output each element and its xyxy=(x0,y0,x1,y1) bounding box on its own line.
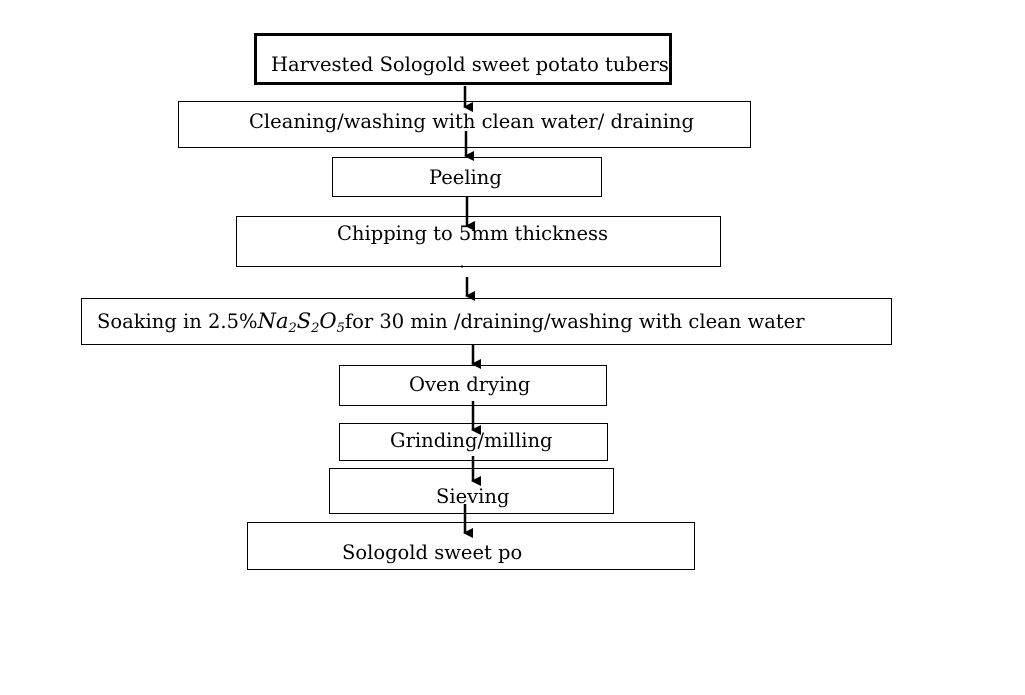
formula-s: S xyxy=(296,309,312,333)
step-label-cleaning: Cleaning/washing with clean water/ drain… xyxy=(249,110,694,133)
soaking-prefix: Soaking in 2.5% xyxy=(97,310,258,333)
step-label-harvested: Harvested Sologold sweet potato tubers xyxy=(271,53,669,76)
sodium-metabisulfite-formula: Na2S2O5 xyxy=(257,309,345,336)
formula-o-sub: 5 xyxy=(336,321,345,336)
step-label-grinding: Grinding/milling xyxy=(390,429,553,452)
step-box-sieving xyxy=(329,468,614,514)
formula-na: Na xyxy=(257,309,289,333)
step-label-chipping: Chipping to 5mm thickness xyxy=(337,222,609,245)
step-label-oven-drying: Oven drying xyxy=(409,373,531,396)
formula-na-sub: 2 xyxy=(288,321,297,336)
step-box-peeling xyxy=(332,157,602,197)
step-label-soaking: Soaking in 2.5%Na2S2O5for 30 min /draini… xyxy=(97,310,805,340)
step-box-harvested xyxy=(254,33,672,85)
formula-s-sub: 2 xyxy=(311,321,320,336)
step-box-soaking xyxy=(81,298,892,345)
step-box-final-product xyxy=(247,522,695,570)
step-box-chipping xyxy=(236,216,721,267)
step-label-sieving: Sieving xyxy=(436,485,510,508)
soaking-suffix: for 30 min /draining/washing with clean … xyxy=(344,310,805,333)
step-label-peeling: Peeling xyxy=(429,166,502,189)
formula-o: O xyxy=(319,309,337,333)
step-label-final-product: Sologold sweet po xyxy=(342,541,523,564)
